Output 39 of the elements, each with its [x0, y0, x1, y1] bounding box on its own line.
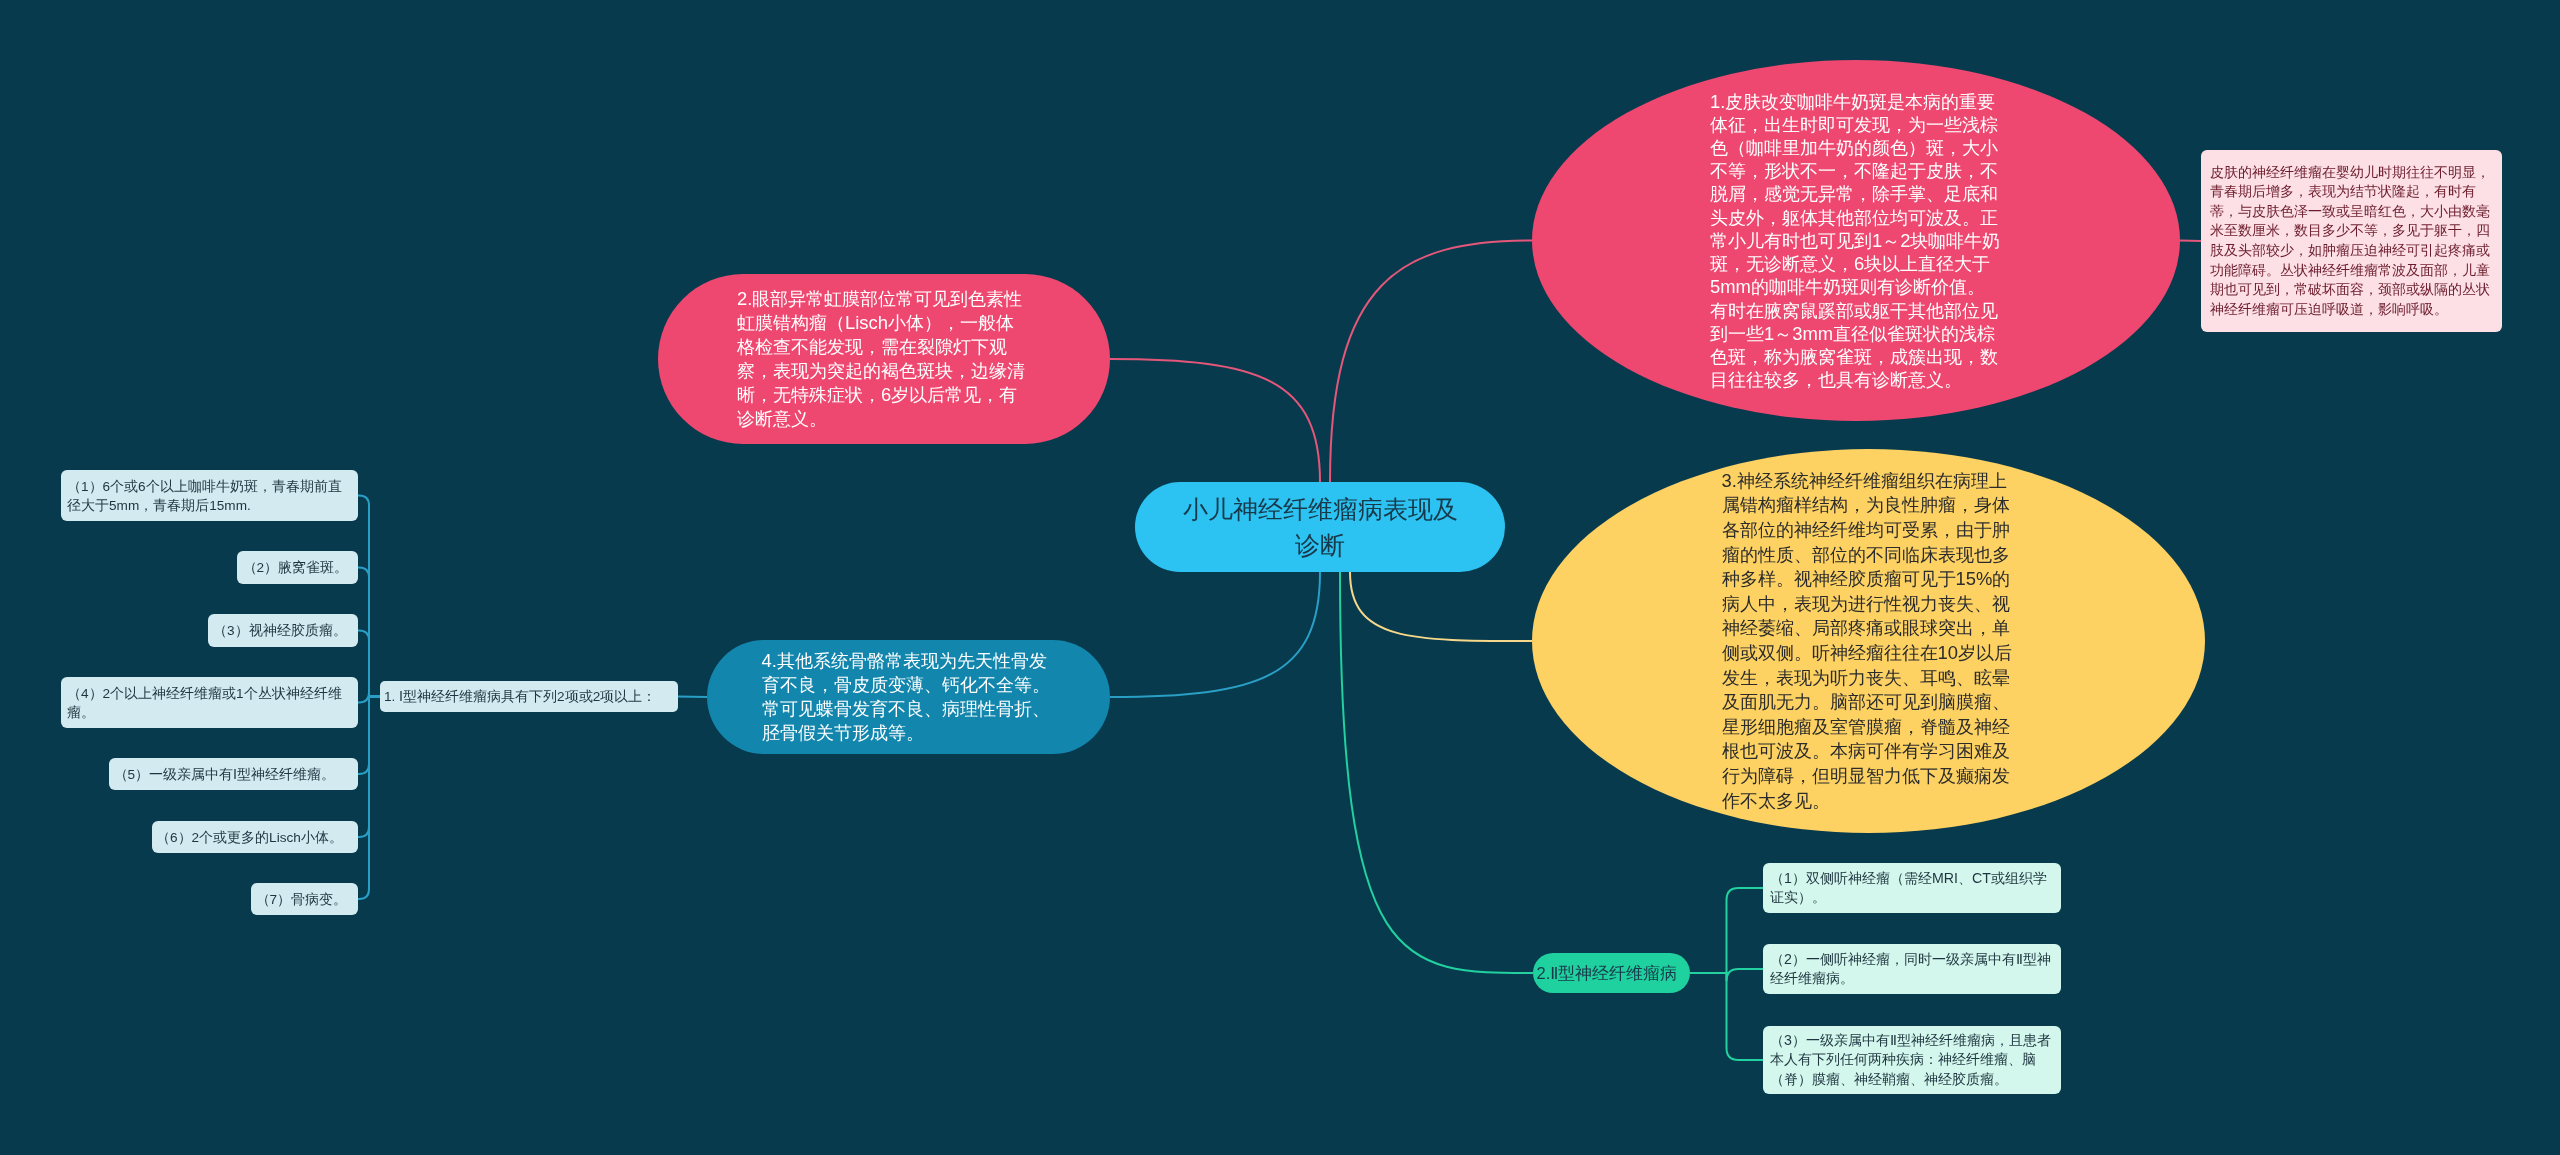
item-box: [61, 470, 358, 521]
item-box: [61, 677, 358, 728]
item-box: [109, 758, 358, 790]
node-text: 2.眼部异常虹膜部位常可见到色素性虹膜错构瘤（Lisch小体），一般体格检查不能发现，需在裂隙灯下观察，表现为突起的褐色斑块，边缘清晰，无特殊症状，6岁以后常见，有诊断意义。: [737, 287, 1026, 431]
node-text: 2.Ⅱ型神经纤维瘤病: [1536, 963, 1679, 983]
connector-line: [1329, 239, 1533, 483]
item-box: [1763, 944, 2061, 994]
node-text: 小儿神经纤维瘤病表现及诊断: [1181, 494, 1459, 561]
item-box: [208, 614, 358, 647]
node-text: （2）一侧听神经瘤，同时一级亲属中有Ⅱ型神经纤维瘤病。: [1770, 949, 2052, 988]
item-box: [251, 883, 358, 915]
node-text: （4）2个以上神经纤维瘤或1个丛状神经纤维瘤。: [67, 684, 343, 722]
subtopic-box: [380, 681, 678, 712]
node-text: （7）骨病变。: [255, 890, 349, 909]
item-box: [152, 821, 358, 853]
connector-line: [1109, 571, 1321, 698]
connector-line: [2179, 239, 2202, 242]
connector-line: [1109, 358, 1321, 483]
item-box: [1763, 863, 2061, 913]
node-text: （3）视神经胶质瘤。: [213, 622, 348, 640]
connector-line: [1339, 571, 1534, 974]
node-text: （5）一级亲属中有Ⅰ型神经纤维瘤。: [113, 765, 337, 784]
note-box: [2201, 150, 2502, 332]
connector-line: [1349, 571, 1533, 642]
item-box: [1763, 1026, 2061, 1094]
node-text: 4.其他系统骨骼常表现为先天性骨发育不良，骨皮质变薄、钙化不全等。常可见蝶骨发育不良、病理性骨折、胫骨假关节形成等。: [761, 649, 1051, 745]
node-text: （3）一级亲属中有Ⅱ型神经纤维瘤病，且患者本人有下列任何两种疾病：神经纤维瘤、脑（脊）膜瘤、神经鞘瘤、神经胶质瘤。: [1770, 1030, 2052, 1089]
connector-line: [677, 695, 708, 698]
subtopic-box: [1533, 953, 1690, 993]
node-text: 1.皮肤改变咖啡牛奶斑是本病的重要体征，出生时即可发现，为一些浅棕色（咖啡里加牛奶的颜色）斑，大小不等，形状不一，不隆起于皮肤，不脱屑，感觉无异常，除手掌、足底和头皮外，躯体其他部位均可波及。正常小儿有时也可见到1～2块咖啡牛奶斑，无诊断意义，6块以上直径大于5mm的咖啡牛奶斑则有诊断价值。有时在腋窝鼠蹊部或躯干其他部位见到一些1～3mm直径似雀斑状的浅棕色斑，称为腋窝雀斑，成簇出现，数目往往较多，也具有诊断意义。: [1710, 89, 2002, 392]
node-text: （1）双侧听神经瘤（需经MRI、CT或组织学证实）。: [1770, 868, 2048, 907]
node-text: 3.神经系统神经纤维瘤组织在病理上属错构瘤样结构，为良性肿瘤，身体各部位的神经纤维均可受累，由于肿瘤的性质、部位的不同临床表现也多种多样。视神经胶质瘤可见于15%的病人中，表现为进行性视力丧失、视神经萎缩、局部疼痛或眼球突出，单侧或双侧。听神经瘤往往在10岁以后发生，表现为听力丧失、耳鸣、眩晕及面肌无力。脑部还可见到脑膜瘤、星形细胞瘤及室管膜瘤，脊髓及神经根也可波及。本病可伴有学习困难及行为障碍，但明显智力低下及癫痫发作不太多见。: [1721, 468, 2013, 813]
node-text: （6）2个或更多的Lisch小体。: [156, 828, 344, 847]
connector-line: [1689, 972, 1764, 1061]
node-text: （1）6个或6个以上咖啡牛奶斑，青春期前直径大于5mm，青春期后15mm.: [67, 477, 343, 515]
node-text: 皮肤的神经纤维瘤在婴幼儿时期往往不明显，青春期后增多，表现为结节状隆起，有时有蒂，与皮肤色泽一致或呈暗红色，大小由数毫米至数厘米，数目多少不等，多见于躯干，四肢及头部较少，如肿瘤压迫神经可引起疼痛或功能障碍。丛状神经纤维瘤常波及面部，儿童期也可见到，常破坏面容，颈部或纵隔的丛状神经纤维瘤可压迫呼吸道，影响呼吸。: [2209, 163, 2491, 319]
item-box: [237, 551, 358, 584]
node-text: （2）腋窝雀斑。: [242, 559, 350, 577]
node-text: 1. Ⅰ型神经纤维瘤病具有下列2项或2项以上：: [384, 687, 658, 706]
